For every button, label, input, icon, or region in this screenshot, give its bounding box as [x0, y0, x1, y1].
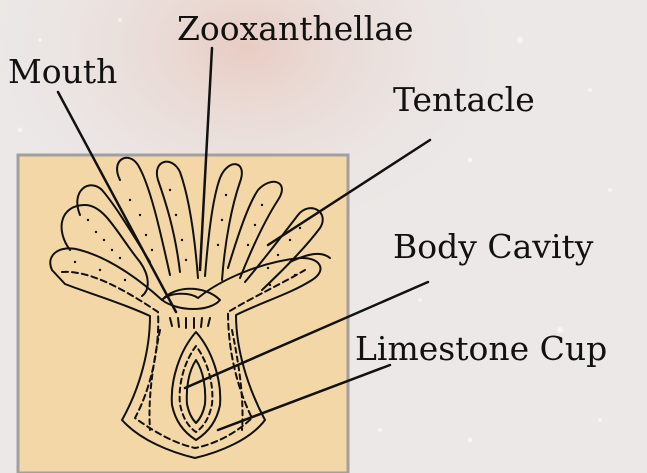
label-zooxanthellae: Zooxanthellae — [177, 12, 414, 45]
diagram-panel — [18, 155, 348, 473]
label-limestone-cup: Limestone Cup — [355, 332, 607, 365]
label-tentacle: Tentacle — [393, 83, 535, 116]
label-mouth: Mouth — [8, 55, 117, 88]
label-body-cavity: Body Cavity — [393, 230, 593, 263]
